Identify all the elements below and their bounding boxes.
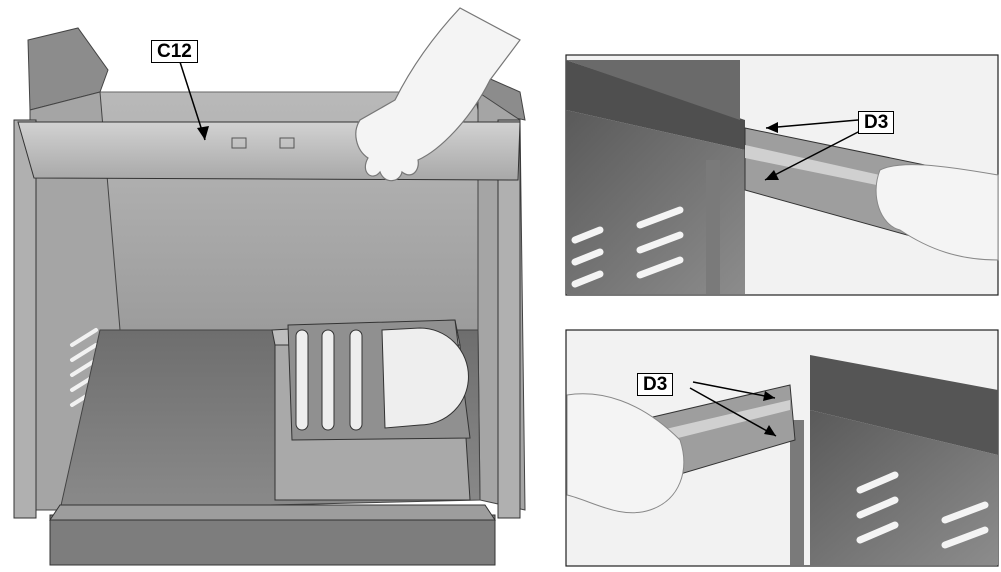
hand-holding-rail (355, 7, 521, 182)
detail-top-vents (571, 206, 684, 288)
d3-top-leader-2 (764, 129, 863, 181)
c12-leader-line (179, 61, 206, 141)
callout-d3-top: D3 (858, 111, 895, 134)
d3-top-arrow-2 (765, 170, 779, 180)
front-left-post (13, 119, 37, 519)
detail-bottom-vents (856, 471, 989, 549)
detail-bottom-side-panel (810, 410, 998, 565)
d3-bottom-arrow-2 (764, 425, 776, 436)
cart-base (49, 514, 496, 566)
c12-arrowhead (197, 126, 209, 140)
left-top-flange (27, 27, 109, 111)
cart-photo (13, 7, 526, 566)
detail-bottom-post (790, 420, 804, 565)
detail-bottom-flange (810, 355, 998, 455)
d3-bottom-leader-1 (692, 381, 776, 399)
detail-bottom-photo (565, 329, 999, 567)
detail-bottom-rail-highlight (640, 400, 790, 445)
d3-top-arrow-1 (766, 122, 778, 133)
d3-bottom-arrow-1 (763, 391, 775, 401)
tank-tray-slots (295, 329, 363, 431)
detail-bottom-hand (566, 393, 685, 514)
front-right-post (497, 119, 521, 519)
cart-base-lip (49, 504, 496, 521)
detail-top-flange (566, 60, 740, 120)
detail-top-hand (875, 164, 999, 261)
tank-tray-cutout (381, 327, 469, 429)
detail-top-side-panel (566, 110, 745, 294)
callout-c12: C12 (151, 40, 198, 63)
detail-top-post (706, 160, 720, 294)
rail-slot-1 (231, 137, 247, 149)
detail-top-photo (565, 54, 999, 296)
d3-top-leader-1 (765, 119, 859, 129)
d3-bottom-leader-2 (689, 387, 777, 437)
detail-top-bracket (566, 60, 745, 150)
callout-d3-bottom: D3 (637, 373, 674, 396)
rail-slot-2 (279, 137, 295, 149)
